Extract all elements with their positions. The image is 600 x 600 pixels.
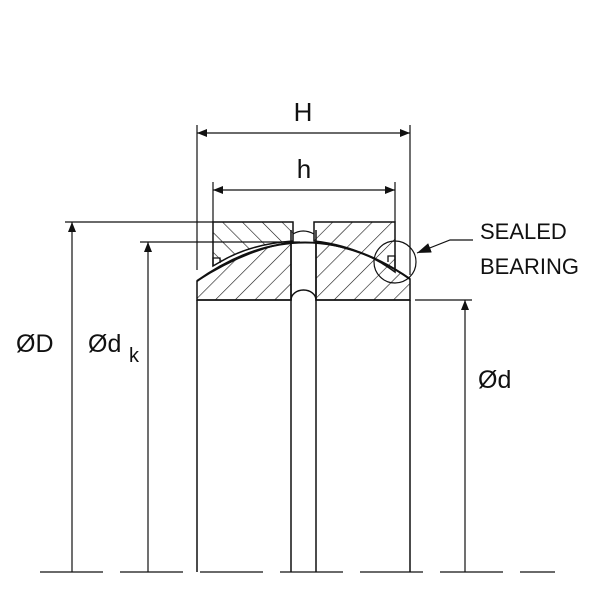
label-H: H (294, 97, 313, 127)
spherical-surface (196, 241, 411, 282)
label-dk-subscript: k (129, 345, 140, 367)
seal-detail-circle (373, 240, 417, 284)
label-h: h (297, 154, 311, 184)
label-sealed: SEALED (480, 219, 567, 244)
seal-right (387, 255, 396, 268)
label-bearing: BEARING (480, 254, 579, 279)
seal-leader (416, 239, 473, 254)
label-dk: Ød (88, 330, 121, 358)
label-D: ØD (16, 330, 54, 358)
label-d: Ød (478, 366, 511, 394)
seal-left (212, 257, 221, 266)
